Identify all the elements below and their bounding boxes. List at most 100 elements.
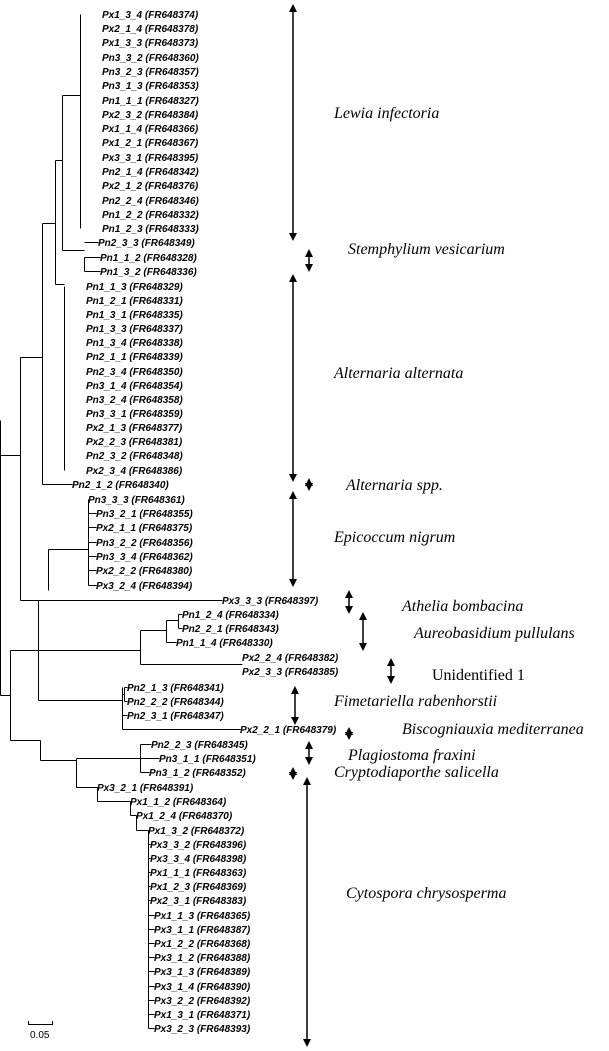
leaf-label: Px1_2_4 (FR648370)	[136, 811, 233, 822]
clade-bracket: Unidentified 1	[387, 658, 525, 684]
arrow-up-icon	[291, 686, 299, 694]
arrow-up-icon	[289, 491, 297, 499]
clade-label: Cytospora chrysosperma	[346, 885, 506, 902]
arrow-down-icon	[303, 1039, 311, 1047]
arrow-down-icon	[289, 233, 297, 241]
leaf-label: Pn1_3_4 (FR648338)	[86, 338, 183, 349]
leaf-label: Px2_3_4 (FR648386)	[86, 466, 183, 477]
leaf-label: Px3_3_2 (FR648396)	[150, 840, 247, 851]
clade-label: Unidentified 1	[432, 667, 525, 684]
leaf-label: Pn2_3_4 (FR648350)	[86, 367, 183, 378]
leaf-label: Px2_3_2 (FR648384)	[102, 110, 199, 121]
leaf-label: Pn2_2_4 (FR648346)	[102, 196, 199, 207]
leaf-label: Pn1_3_1 (FR648335)	[86, 310, 183, 321]
leaf-label: Pn1_1_2 (FR648328)	[100, 253, 197, 264]
arrow-up-icon	[289, 274, 297, 282]
leaf-label: Px2_2_1 (FR648379)	[240, 725, 337, 736]
leaf-label: Pn1_2_4 (FR648334)	[182, 610, 279, 621]
clade-label: Fimetariella rabenhorstii	[333, 693, 497, 710]
clade-label: Epicoccum nigrum	[333, 529, 455, 546]
leaf-label: Px1_1_3 (FR648365)	[154, 911, 251, 922]
arrow-up-icon	[305, 249, 313, 257]
leaf-label: Pn3_1_2 (FR648352)	[149, 768, 246, 779]
clade-bracket: Alternaria alternata	[289, 274, 463, 482]
clade-bracket: Aureobasidium pullulans	[359, 612, 575, 651]
leaf-label: Px3_2_1 (FR648391)	[97, 783, 194, 794]
leaf-label: Pn1_1_1 (FR648327)	[102, 96, 199, 107]
leaf-label: Px1_1_2 (FR648364)	[130, 797, 227, 808]
clade-label: Plagiostoma fraxini	[347, 747, 476, 764]
leaf-label: Px2_1_4 (FR648378)	[102, 24, 199, 35]
leaf-label: Pn2_3_2 (FR648348)	[86, 451, 183, 462]
leaf-label: Pn2_2_2 (FR648344)	[127, 697, 224, 708]
leaf-label: Pn1_2_3 (FR648333)	[102, 224, 199, 235]
leaf-label: Pn3_2_3 (FR648357)	[102, 67, 199, 78]
leaf-label: Px1_1_1 (FR648363)	[150, 868, 247, 879]
leaf-label: Px3_3_4 (FR648398)	[150, 854, 247, 865]
leaf-label: Pn2_1_3 (FR648341)	[127, 683, 224, 694]
clade-bracket: Lewia infectoria	[289, 4, 439, 241]
leaf-label: Px2_2_2 (FR648380)	[96, 566, 193, 577]
leaf-label: Px1_2_1 (FR648367)	[102, 138, 199, 149]
leaf-label: Px3_1_4 (FR648390)	[154, 982, 251, 993]
clade-bracket: Athelia bombacina	[345, 590, 523, 615]
leaf-label: Px3_3_1 (FR648395)	[102, 153, 199, 164]
leaf-label: Px2_1_3 (FR648377)	[86, 423, 183, 434]
scale-bar: 0.05	[28, 1021, 53, 1041]
leaf-label: Pn3_1_1 (FR648351)	[159, 754, 256, 765]
clade-label: Cryptodiaporthe salicella	[334, 764, 499, 781]
leaf-label: Px1_3_2 (FR648372)	[148, 826, 245, 837]
leaf-label: Px1_2_2 (FR648368)	[154, 939, 251, 950]
arrow-up-icon	[305, 741, 313, 749]
leaf-label: Px1_1_4 (FR648366)	[102, 124, 199, 135]
leaf-label: Pn3_3_1 (FR648359)	[86, 409, 183, 420]
leaf-label: Px2_2_3 (FR648381)	[86, 437, 183, 448]
arrow-down-icon	[291, 717, 299, 725]
leaf-label: Px3_3_3 (FR648397)	[222, 596, 319, 607]
leaf-label: Px2_1_2 (FR648376)	[102, 181, 199, 192]
leaf-label: Pn1_2_1 (FR648331)	[86, 296, 183, 307]
leaf-label: Pn3_2_4 (FR648358)	[86, 395, 183, 406]
arrow-up-icon	[359, 612, 367, 620]
leaf-label: Pn2_3_1 (FR648347)	[127, 711, 224, 722]
leaf-label: Pn3_3_3 (FR648361)	[88, 495, 185, 506]
clade-label: Aureobasidium pullulans	[413, 625, 575, 642]
leaf-label: Px2_2_4 (FR648382)	[242, 653, 339, 664]
arrow-up-icon	[289, 4, 297, 12]
arrow-down-icon	[345, 606, 353, 614]
leaf-label: Px3_2_2 (FR648392)	[154, 996, 251, 1007]
clade-bracket: Stemphylium vesicarium	[305, 241, 505, 272]
clade-bracket: Cryptodiaporthe salicella	[289, 764, 499, 781]
leaf-label: Pn1_1_4 (FR648330)	[176, 638, 273, 649]
clade-bracket: Plagiostoma fraxini	[305, 741, 476, 765]
leaf-label: Px1_3_4 (FR648374)	[102, 10, 199, 21]
leaf-label: Px3_2_4 (FR648394)	[96, 581, 193, 592]
leaf-label: Pn1_3_2 (FR648336)	[100, 267, 197, 278]
leaf-label: Pn2_3_3 (FR648349)	[98, 238, 195, 249]
leaf-label: Px3_1_3 (FR648389)	[154, 967, 251, 978]
clade-label: Biscogniauxia mediterranea	[402, 721, 584, 738]
leaf-label: Px2_3_3 (FR648385)	[242, 667, 339, 678]
leaf-label: Pn3_3_2 (FR648360)	[102, 53, 199, 64]
arrow-down-icon	[345, 732, 353, 740]
leaf-label: Pn3_3_4 (FR648362)	[96, 552, 193, 563]
leaf-label: Pn1_1_3 (FR648329)	[86, 282, 183, 293]
clade-label: Alternaria spp.	[345, 477, 443, 494]
arrow-down-icon	[289, 772, 297, 780]
leaf-label: Pn3_1_3 (FR648353)	[102, 81, 199, 92]
arrow-down-icon	[305, 483, 313, 491]
arrow-up-icon	[303, 777, 311, 785]
leaf-label: Pn2_2_1 (FR648343)	[182, 624, 279, 635]
arrow-down-icon	[359, 643, 367, 651]
arrow-down-icon	[289, 579, 297, 587]
leaf-label: Px1_3_3 (FR648373)	[102, 38, 199, 49]
leaf-label: Pn1_2_2 (FR648332)	[102, 210, 199, 221]
scale-bar-label: 0.05	[30, 1030, 50, 1041]
leaf-label: Pn3_2_2 (FR648356)	[96, 538, 193, 549]
arrow-down-icon	[305, 757, 313, 765]
leaf-label: Px2_1_1 (FR648375)	[96, 523, 193, 534]
leaf-label: Px3_1_2 (FR648388)	[154, 953, 251, 964]
arrow-up-icon	[345, 590, 353, 598]
clade-bracket: Fimetariella rabenhorstii	[291, 686, 497, 725]
